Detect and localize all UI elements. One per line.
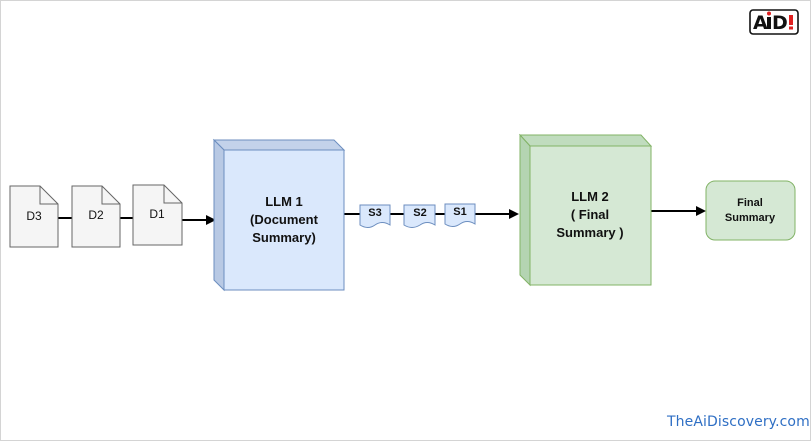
document-label: D1	[149, 207, 165, 221]
final-summary-line2: Summary	[725, 212, 776, 224]
llm1-title: LLM 1	[265, 194, 303, 209]
llm1-block: LLM 1 (Document Summary)	[212, 138, 346, 292]
summary-label: S1	[453, 206, 466, 218]
svg-text:A: A	[753, 12, 768, 34]
document-d3: D3	[9, 185, 59, 248]
summary-s3: S3	[359, 204, 391, 228]
document-label: D2	[88, 208, 104, 222]
document-d1: D1	[132, 184, 183, 246]
final-summary-line1: Final	[737, 197, 763, 209]
summary-label: S3	[368, 207, 381, 219]
llm1-subtitle-line2: Summary)	[252, 230, 316, 245]
llm1-subtitle-line1: (Document	[250, 212, 319, 227]
summary-s2: S2	[403, 204, 436, 228]
final-summary-box: Final Summary	[705, 180, 796, 241]
summary-s1: S1	[444, 203, 476, 227]
llm2-subtitle-line1: ( Final	[571, 207, 609, 222]
summary-label: S2	[413, 207, 426, 219]
aid-logo: A D	[749, 9, 799, 35]
llm2-title: LLM 2	[571, 189, 609, 204]
document-d2: D2	[71, 185, 121, 248]
footer-site-link[interactable]: TheAiDiscovery.com	[667, 414, 810, 430]
llm2-block: LLM 2 ( Final Summary )	[518, 133, 653, 287]
svg-text:D: D	[772, 12, 788, 34]
document-label: D3	[26, 209, 42, 223]
llm2-subtitle-line2: Summary )	[556, 225, 623, 240]
